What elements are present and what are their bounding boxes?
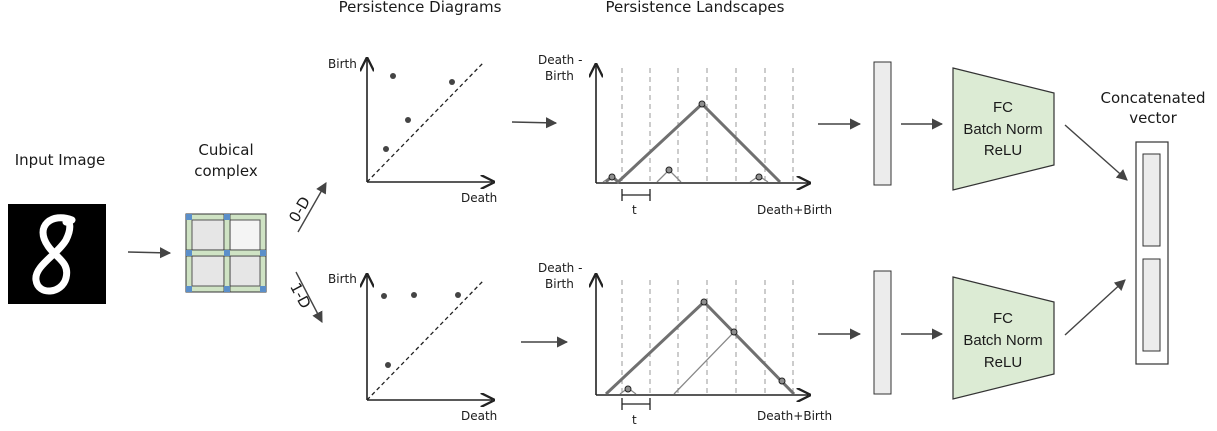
persistence-diagram-0d xyxy=(367,60,492,182)
fc-block-top xyxy=(952,67,1055,191)
arrow-fc1-to-concat xyxy=(1064,279,1126,336)
cubical-label-line2: complex xyxy=(194,162,258,180)
pl1-y-axis-label-line1: Death - xyxy=(538,261,582,275)
label-0d: 0-D xyxy=(285,194,314,226)
input-image-label: Input Image xyxy=(15,151,106,169)
pl0-y-axis-label-line1: Death - xyxy=(538,53,582,67)
mnist-digit-image xyxy=(8,204,106,304)
pl0-x-axis-label: Death+Birth xyxy=(757,203,832,217)
landscape-vector-0d xyxy=(873,61,892,186)
pl1-t-label: t xyxy=(632,413,637,427)
persistence-diagrams-header: Persistence Diagrams xyxy=(339,0,502,16)
pl0-t-label: t xyxy=(632,203,637,217)
pd1-x-axis-label: Death xyxy=(461,409,497,423)
concat-label-line2: vector xyxy=(1129,109,1177,127)
label-1d: 1-D xyxy=(286,280,314,312)
arrow-pd0-to-pl0 xyxy=(511,117,558,129)
persistence-landscape-1d xyxy=(596,276,808,410)
fc-top-line2: Batch Norm xyxy=(963,121,1042,138)
persistence-landscape-0d xyxy=(596,66,808,201)
fc-bottom-line3: ReLU xyxy=(984,354,1022,371)
concatenated-vector xyxy=(1135,141,1169,365)
landscape-vector-1d xyxy=(873,270,892,395)
fc-top-line3: ReLU xyxy=(984,142,1022,159)
cubical-label-line1: Cubical xyxy=(198,141,253,159)
persistence-landscapes-header: Persistence Landscapes xyxy=(606,0,785,16)
fc-top-line1: FC xyxy=(993,99,1013,116)
pd0-y-axis-label: Birth xyxy=(328,57,357,71)
arrow-0d-branch xyxy=(297,182,327,233)
fc-block-bottom xyxy=(952,276,1055,400)
arrow-fc0-to-concat xyxy=(1064,124,1128,181)
cubical-complex-grid xyxy=(185,213,267,293)
pd1-y-axis-label: Birth xyxy=(328,272,357,286)
arrow-input-to-complex xyxy=(127,247,172,259)
fc-bottom-line1: FC xyxy=(993,310,1013,327)
pl0-y-axis-label-line2: Birth xyxy=(545,69,574,83)
pl1-x-axis-label: Death+Birth xyxy=(757,409,832,423)
concat-label-line1: Concatenated xyxy=(1100,89,1205,107)
fc-bottom-line2: Batch Norm xyxy=(963,332,1042,349)
persistence-diagram-1d xyxy=(367,276,492,400)
pl1-y-axis-label-line2: Birth xyxy=(545,277,574,291)
arrow-1d-branch xyxy=(295,271,323,323)
pd0-x-axis-label: Death xyxy=(461,191,497,205)
